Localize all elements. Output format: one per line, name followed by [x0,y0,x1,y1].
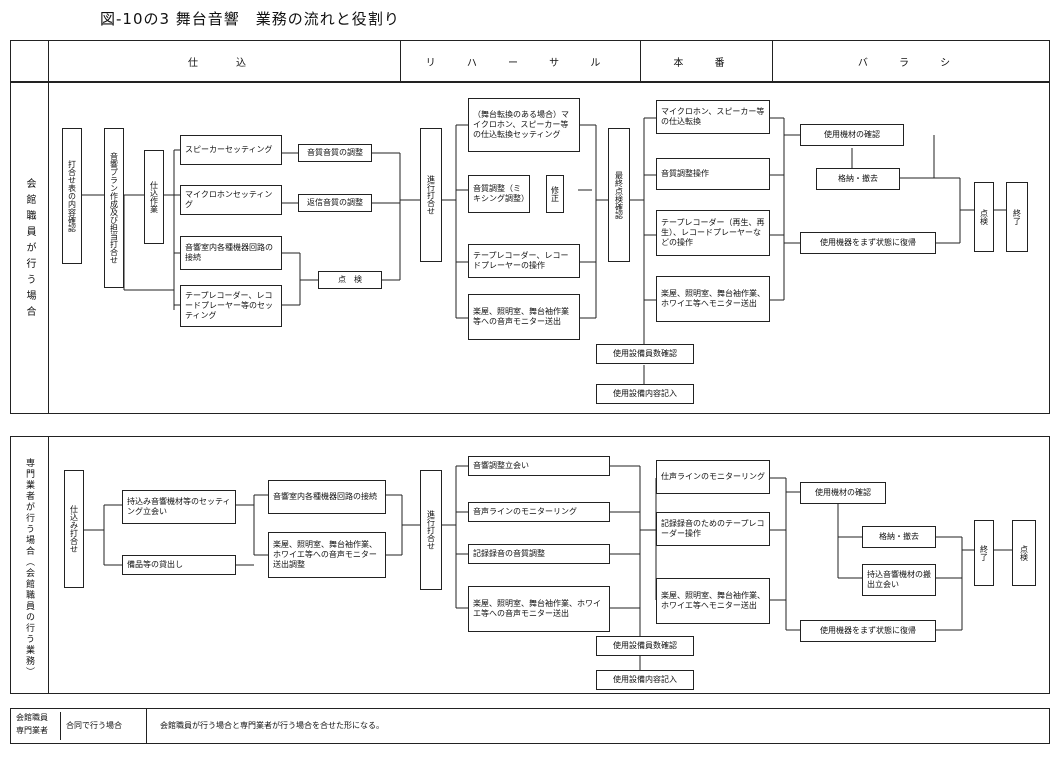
node-setup-meeting: 仕込み打合せ [64,470,84,588]
legend-frame [10,708,1050,744]
node-carry-out: 持込音響機材の搬出立会い [862,564,936,596]
node-inspection: 点 検 [318,271,382,289]
node-tape-playback: テープレコーダー（再生、再生）、レコードプレーヤーなどの操作 [656,210,770,256]
node-circuit-connect-2: 音響室内各種機器回路の接続 [268,480,386,514]
node-monitor-send: 楽屋、照明室、舞台袖作業等への音声モニター送出 [468,294,580,340]
node-monitor-out: 楽屋、照明室、舞台袖作業、ホワイエ等へモニター送出 [656,276,770,322]
page-title: 図-10の3 舞台音響 業務の流れと役割り [100,10,400,28]
node-equipment-count-2: 使用設備員数確認 [596,636,694,656]
legend-joint: 合同で行う場合 [66,721,122,730]
node-equipment-count: 使用設備員数確認 [596,344,694,364]
row1-label: 会館職員が行う場合 [24,178,35,322]
node-monitor-send-2: 楽屋、照明室、舞台袖作業、ホワイエ等への音声モニター送出 [468,586,610,632]
node-material-check: 使用機材の確認 [800,124,904,146]
node-sound-operation: 音質調整操作 [656,158,770,190]
node-progress-meeting: 進行打合せ [420,128,442,262]
phase-header-rehearsal: リ ハ ー サ ル [425,57,615,69]
node-record-adjust: 記録録音の音質調整 [468,544,610,564]
node-equipment-record: 使用設備内容記入 [596,384,694,404]
node-equipment-record-2: 使用設備内容記入 [596,670,694,690]
node-mixing: 音質調整（ミキシング調整） [468,175,530,213]
node-tape-operation: テープレコーダー、レコードプレーヤーの操作 [468,244,580,278]
node-brought-equipment: 持込み音響機材等のセッティング立会い [122,490,236,524]
node-circuit-connect: 音響室内各種機器回路の接続 [180,236,282,270]
node-final-check: 最終点検確認 [608,128,630,262]
legend-label-contractor: 専門業者 [16,726,48,735]
node-equipment-restore: 使用機器をまず状態に復帰 [800,232,936,254]
divider [60,712,61,740]
node-check-end: 点検 [974,182,994,252]
node-return-adjust: 返信音質の調整 [298,194,372,212]
legend-label-staff: 会館職員 [16,713,48,722]
divider [772,40,773,82]
node-check-2: 点検 [1012,520,1036,586]
divider [48,436,49,694]
phase-header-setup: 仕 込 [188,57,260,69]
node-tape-setting: テープレコーダー、レコードプレーヤー等のセッティング [180,285,282,327]
node-correction: 修正 [546,175,564,213]
divider [640,40,641,82]
node-finish-2: 終了 [974,520,994,586]
node-record-tape: 記録録音のためのテープレコーダー操作 [656,512,770,546]
node-setup-work: 仕込作業 [144,150,164,244]
node-schedule-check: 打合せ表の内容確認 [62,128,82,264]
divider [146,708,147,744]
node-speaker-setting: スピーカーセッティング [180,135,282,165]
node-stage-change: （舞台転換のある場合）マイクロホン、スピーカー等の仕込転換セッティング [468,98,580,152]
row2-label: 専門業者が行う場合（会館職員の行う業務） [24,457,34,678]
node-monitor-out-2: 楽屋、照明室、舞台袖作業、ホワイエ等へモニター送出 [656,578,770,624]
legend-text: 会館職員が行う場合と専門業者が行う場合を合せた形になる。 [160,721,384,730]
node-storage: 格納・撤去 [816,168,900,190]
node-monitor-adjust: 楽屋、照明室、舞台袖作業、ホワイエ等への音声モニター送出調整 [268,532,386,578]
node-line-monitoring: 音声ラインのモニターリング [468,502,610,522]
header-frame [10,40,1050,82]
node-mic-change: マイクロホン、スピーカー等の仕込転換 [656,100,770,134]
node-material-check-2: 使用機材の確認 [800,482,886,504]
node-sound-attend: 音響調整立会い [468,456,610,476]
divider [48,40,49,82]
row1-frame [10,82,1050,414]
phase-header-performance: 本 番 [673,57,739,69]
phase-header-teardown: バ ラ シ [857,57,965,69]
divider [400,40,401,82]
node-progress-meeting-2: 進行打合せ [420,470,442,590]
row2-frame [10,436,1050,694]
divider [48,82,49,414]
node-mic-setting: マイクロホンセッティング [180,185,282,215]
node-equipment-restore-2: 使用機器をまず状態に復帰 [800,620,936,642]
node-rental: 備品等の貸出し [122,555,236,575]
node-finish: 終了 [1006,182,1028,252]
node-sound-plan: 音響プラン作成及び担当打合せ [104,128,124,288]
node-storage-2: 格納・撤去 [862,526,936,548]
node-sound-adjust: 音質音質の調整 [298,144,372,162]
node-voice-monitoring: 仕声ラインのモニターリング [656,460,770,494]
